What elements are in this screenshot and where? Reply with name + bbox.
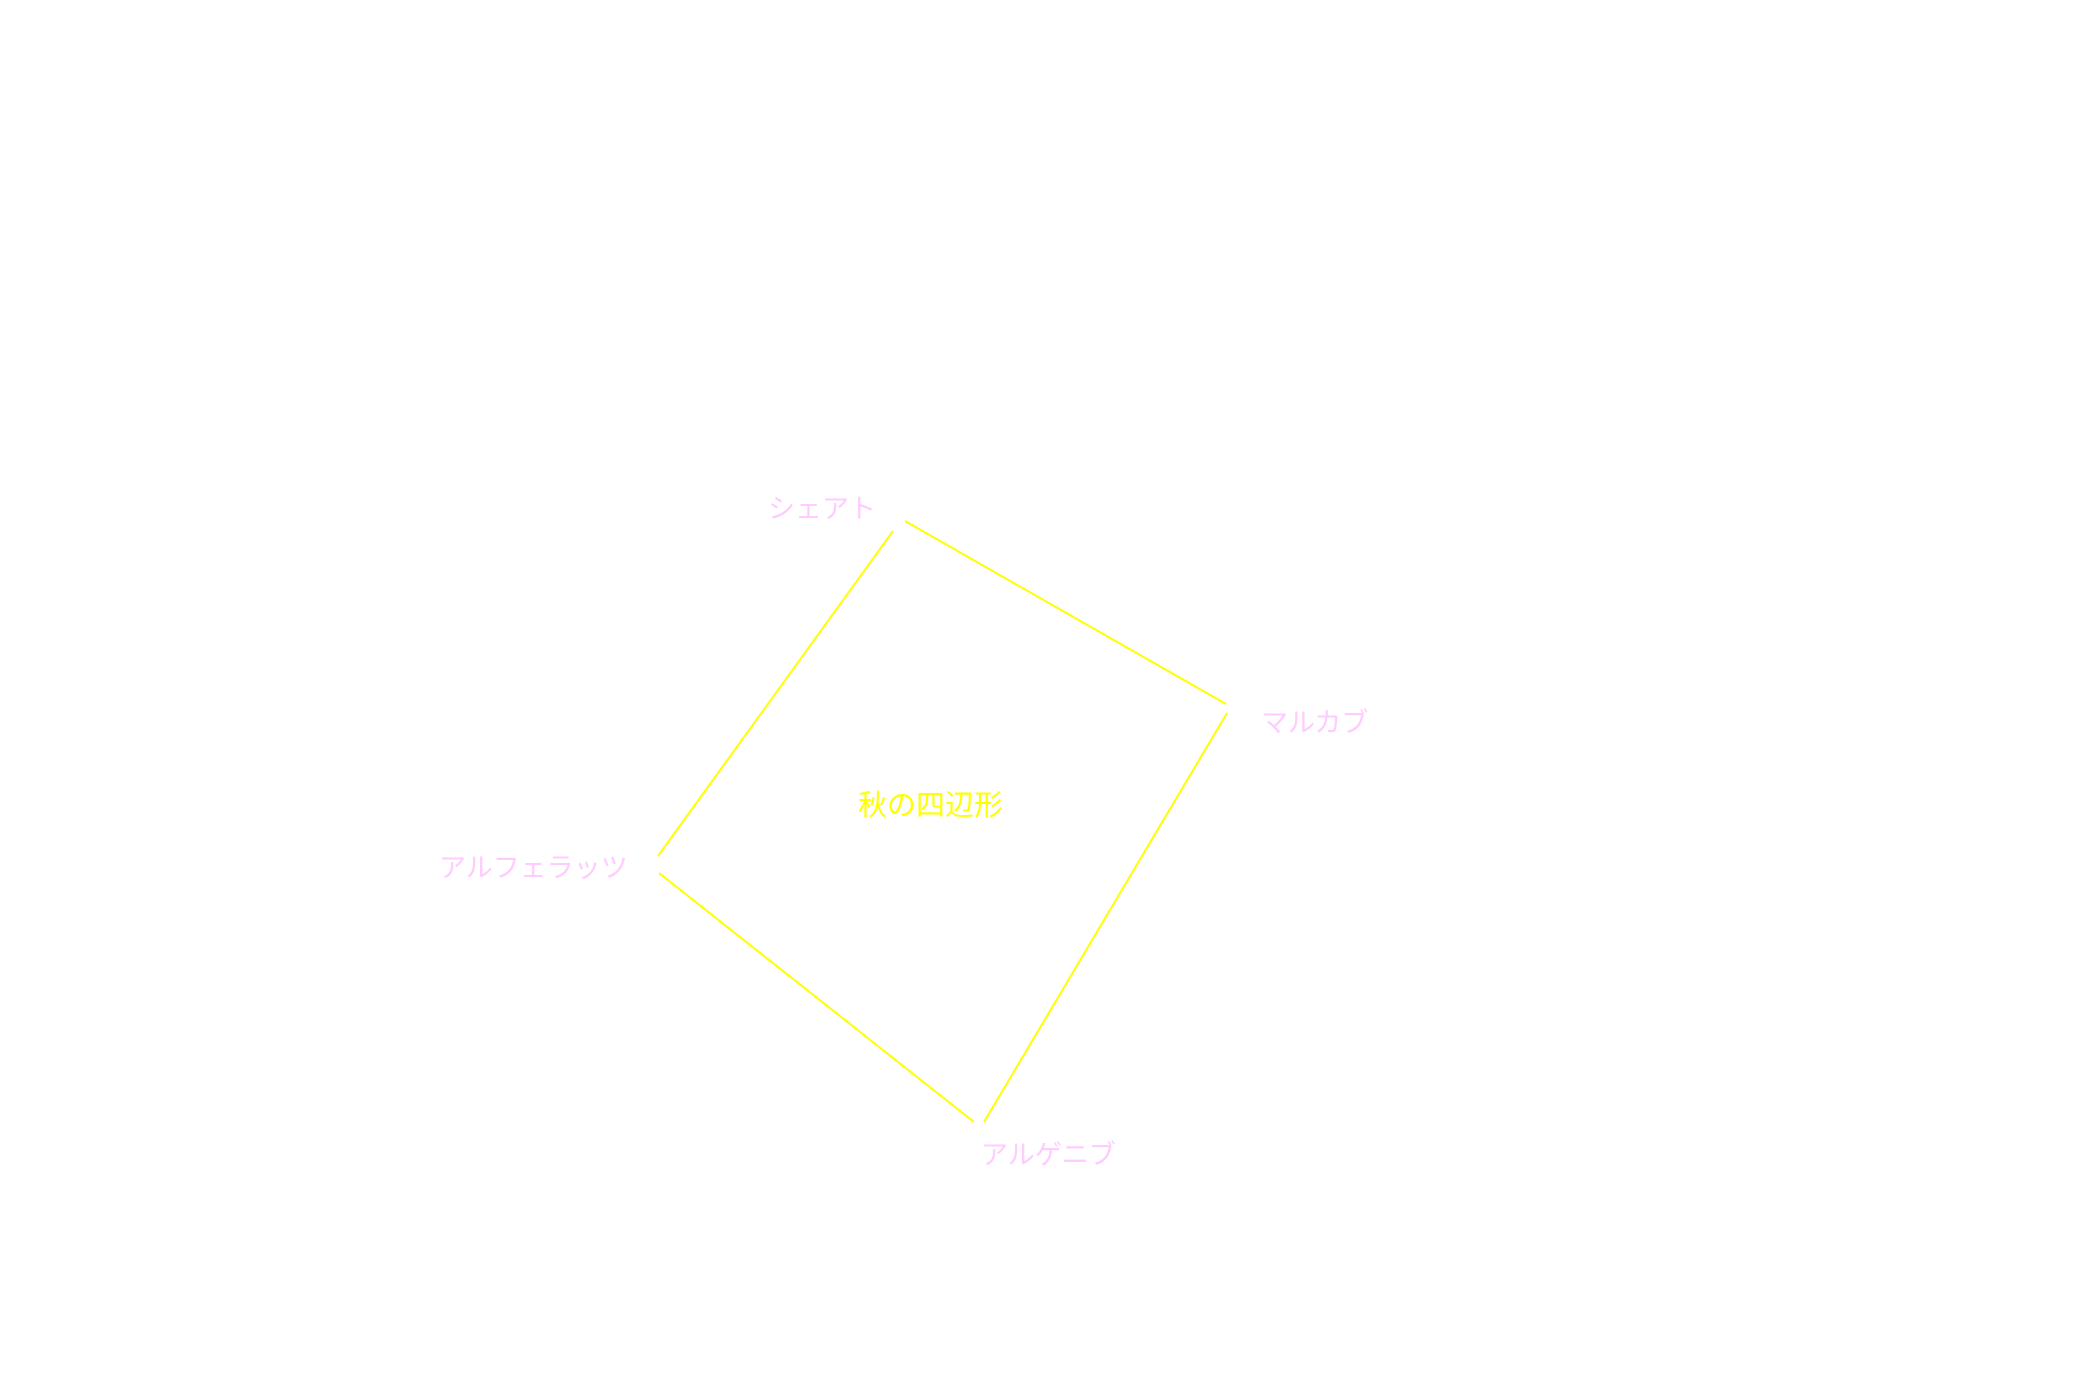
edge-algenib-alpheratz xyxy=(658,872,975,1123)
star-label-markab: マルカブ xyxy=(1261,708,1369,739)
edge-scheat-markab xyxy=(904,520,1227,705)
asterism-title: 秋の四辺形 xyxy=(858,788,1004,822)
star-label-algenib: アルゲニブ xyxy=(981,1140,1116,1171)
edge-alpheratz-scheat xyxy=(657,530,894,857)
star-label-scheat: シェアト xyxy=(768,494,876,525)
star-label-alpheratz: アルフェラッツ xyxy=(439,853,628,884)
edge-markab-algenib xyxy=(983,712,1228,1123)
